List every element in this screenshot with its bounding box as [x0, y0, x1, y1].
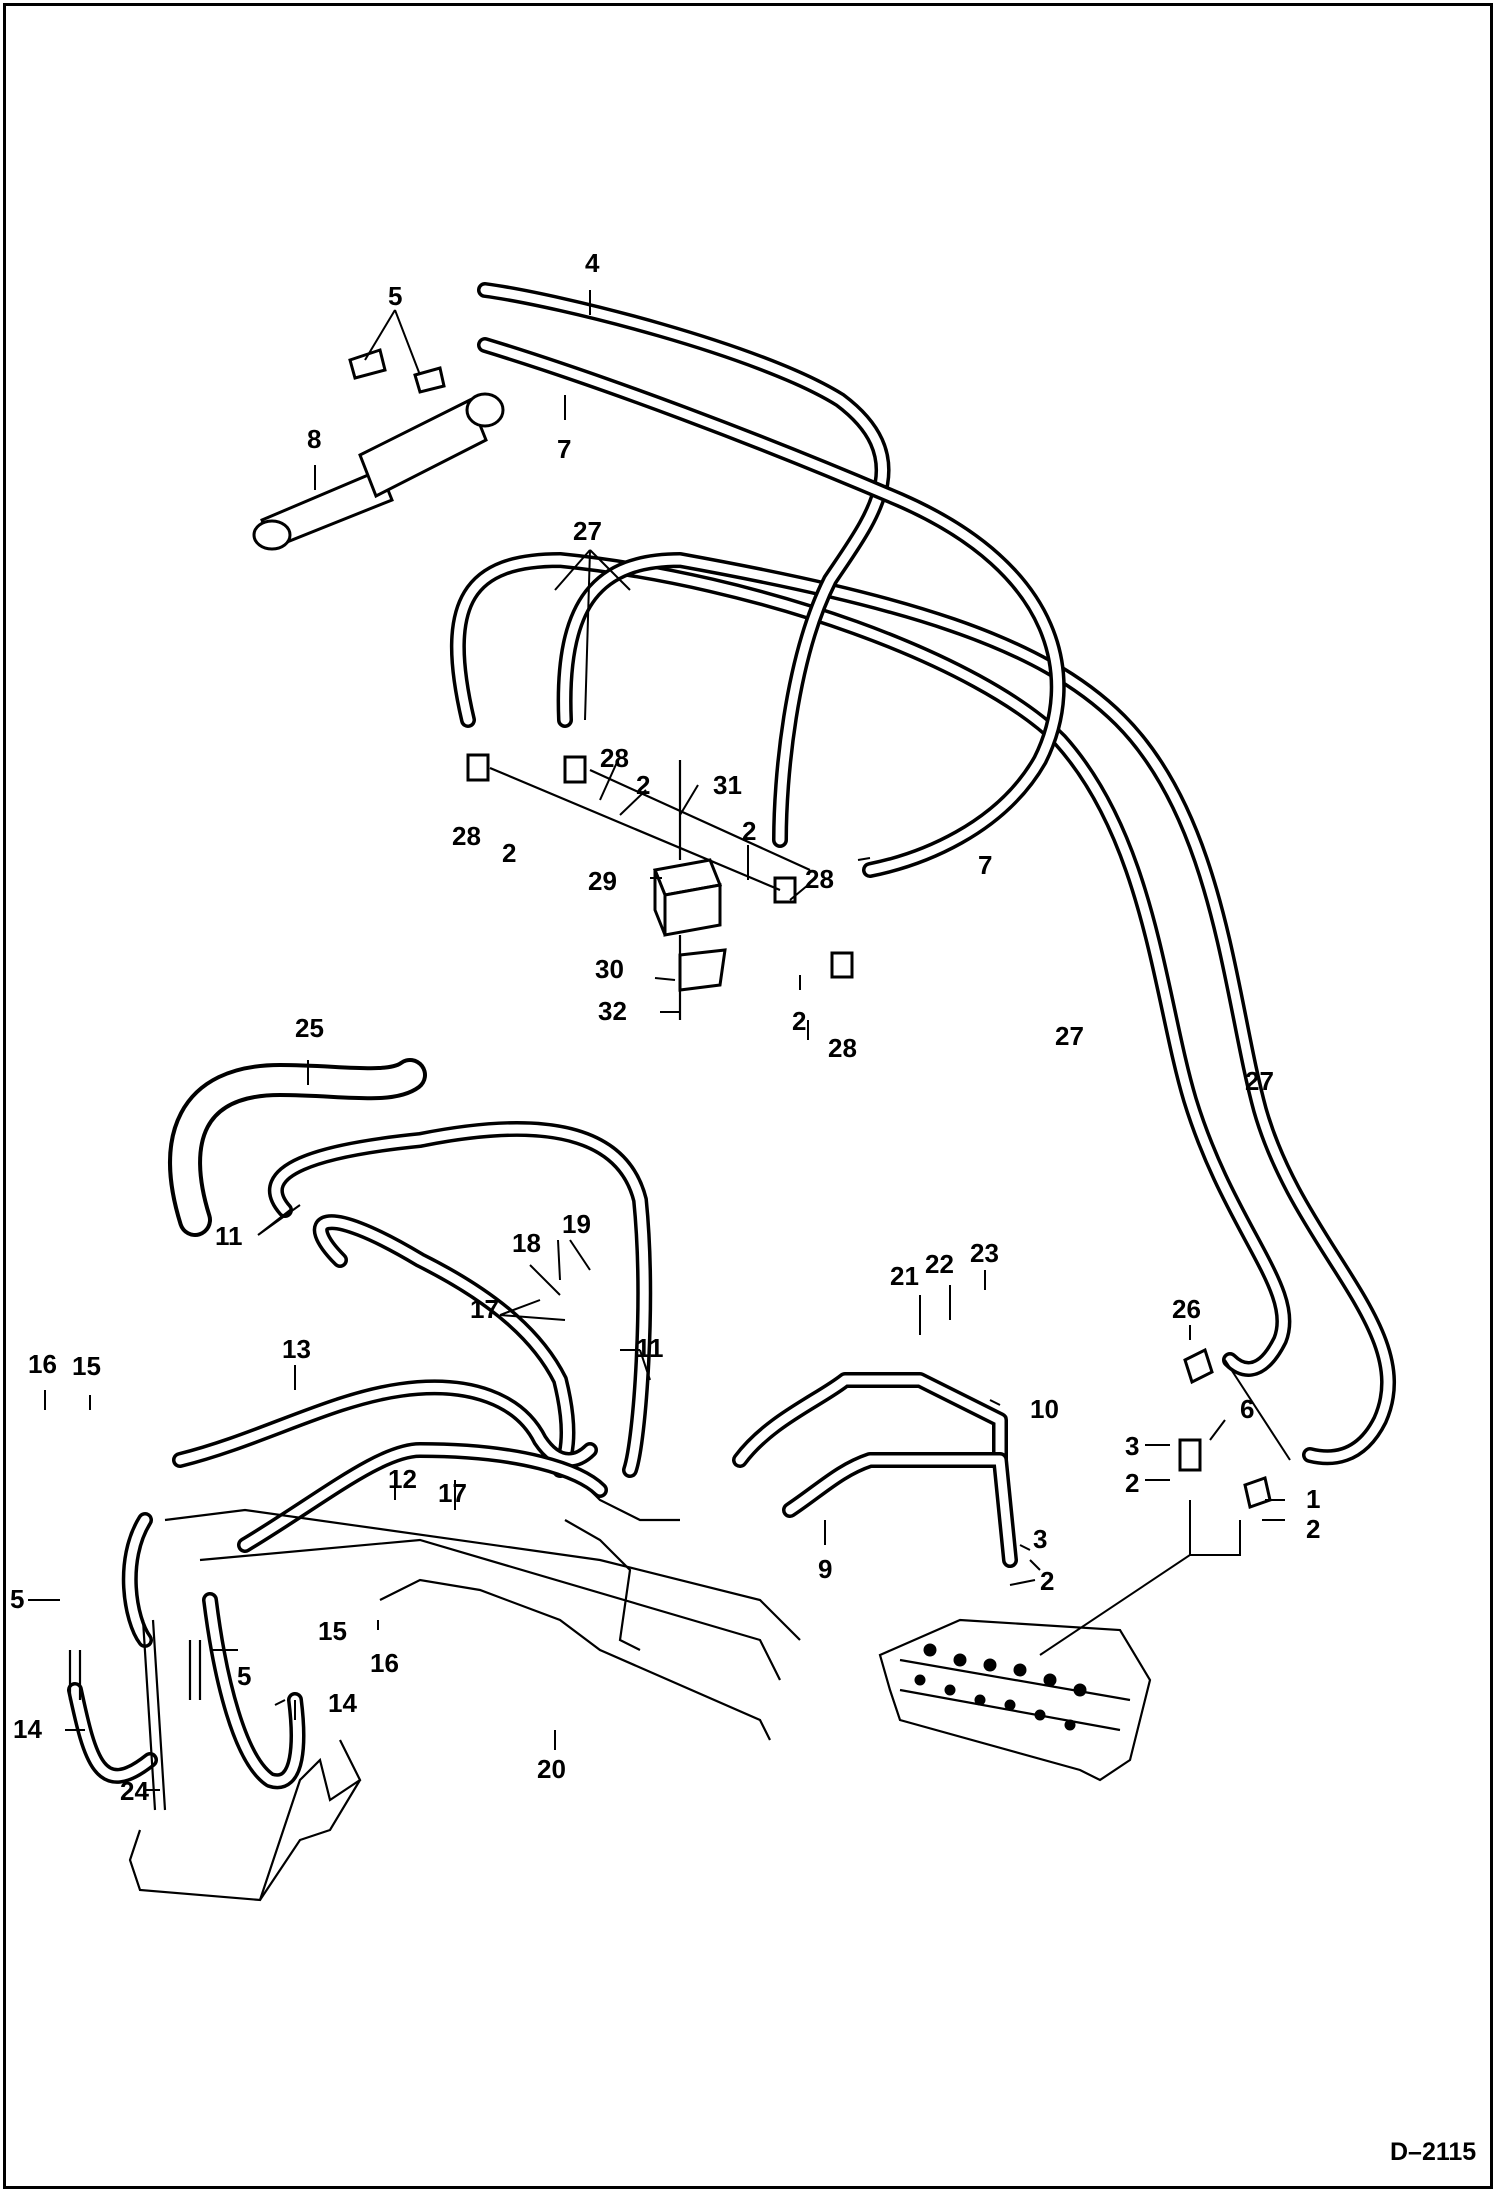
boom-structure: [128, 1489, 801, 1902]
callout-label: 15: [72, 1351, 101, 1381]
callout-label: 7: [557, 434, 571, 464]
hose-4-7-group: [477, 282, 1066, 878]
callout-label: 23: [970, 1238, 999, 1268]
callout-label: 2: [1125, 1468, 1139, 1498]
callout-label: 20: [537, 1754, 566, 1784]
callout-label: 28: [805, 864, 834, 894]
callout-label: 1: [1306, 1484, 1320, 1514]
cylinder-8: [252, 348, 505, 551]
callout-label: 29: [588, 866, 617, 896]
connectors-right: [1178, 1347, 1291, 1509]
callout-label: 11: [636, 1333, 664, 1363]
callout-label: 5: [237, 1661, 251, 1691]
callout-label: 32: [598, 996, 627, 1026]
callout-label: 14: [328, 1688, 357, 1718]
callout-label: 30: [595, 954, 624, 984]
hose-27-group: [449, 552, 1397, 1466]
callout-labels: 4 5 7 8 27 28 2 31 28 2 2 28 7 29 30 32 …: [10, 248, 1320, 1806]
callout-label: 27: [1245, 1066, 1274, 1096]
callout-label: 12: [388, 1464, 417, 1494]
callout-label: 3: [1033, 1524, 1047, 1554]
callout-label: 16: [28, 1349, 57, 1379]
callout-label: 28: [600, 743, 629, 773]
callout-label: 15: [318, 1616, 347, 1646]
callout-label: 17: [438, 1478, 467, 1508]
hose-12-13-14-group: [67, 1379, 608, 1811]
callout-label: 2: [1040, 1566, 1054, 1596]
callout-label: 6: [1240, 1394, 1254, 1424]
callout-label: 22: [925, 1249, 954, 1279]
callout-label: 4: [585, 248, 600, 278]
callout-label: 18: [512, 1228, 541, 1258]
callout-label: 17: [470, 1294, 499, 1324]
callout-label: 2: [792, 1006, 806, 1036]
callout-label: 8: [307, 424, 321, 454]
callout-label: 26: [1172, 1294, 1201, 1324]
callout-label: 21: [890, 1261, 919, 1291]
callout-label: 31: [713, 770, 742, 800]
valve-and-lines: [732, 1372, 1241, 1782]
callout-label: 3: [1125, 1431, 1139, 1461]
callout-label: 27: [1055, 1021, 1084, 1051]
callout-label: 28: [828, 1033, 857, 1063]
callout-label: 16: [370, 1648, 399, 1678]
callout-label: 2: [636, 770, 650, 800]
callout-label: 10: [1030, 1394, 1059, 1424]
callout-label: 28: [452, 821, 481, 851]
callout-label: 24: [120, 1776, 149, 1806]
callout-label: 2: [742, 816, 756, 846]
tee-block-29: [466, 753, 854, 1020]
callout-label: 7: [978, 850, 992, 880]
leader-lines: [28, 290, 1285, 1791]
callout-label: 2: [502, 838, 516, 868]
callout-label: 19: [562, 1209, 591, 1239]
callout-label: 27: [573, 516, 602, 546]
callout-label: 14: [13, 1714, 42, 1744]
hose-25-11-group: [168, 1058, 653, 1478]
callout-label: 2: [1306, 1514, 1320, 1544]
callout-label: 13: [282, 1334, 311, 1364]
callout-label: 25: [295, 1013, 324, 1043]
callout-label: 11: [215, 1221, 243, 1251]
callout-label: 5: [10, 1584, 24, 1614]
callout-label: 9: [818, 1554, 832, 1584]
drawing-code: D–2115: [1390, 2138, 1476, 2166]
callout-label: 5: [388, 281, 402, 311]
